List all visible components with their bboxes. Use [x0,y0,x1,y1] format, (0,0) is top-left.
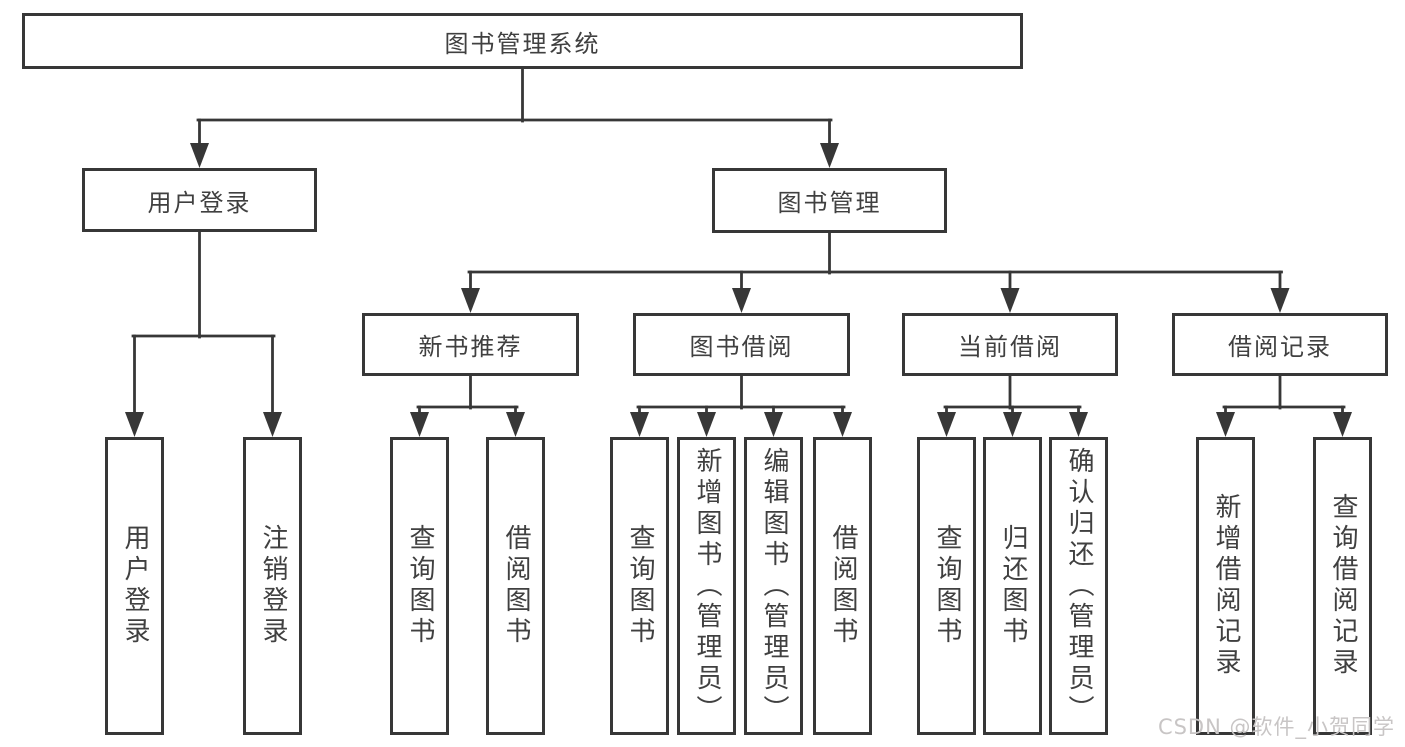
leaf-query-books-recommend: 查询图书 [390,437,449,735]
leaf-edit-book-admin: 编辑图书（管理员） [744,437,803,735]
node-book-management: 图书管理 [712,168,947,233]
arrowhead [937,412,956,437]
arrowhead [125,412,144,437]
arrowhead [506,412,525,437]
leaf-return-books: 归还图书 [983,437,1042,735]
csdn-watermark: CSDN @软件_小贺同学 [1157,715,1395,739]
leaf-query-borrow-record: 查询借阅记录 [1313,437,1372,735]
arrowhead [1003,412,1022,437]
leaf-query-books-borrowing: 查询图书 [610,437,669,735]
node-library-management-system: 图书管理系统 [22,13,1023,69]
arrowhead [263,412,282,437]
node-new-book-recommendation: 新书推荐 [362,313,579,376]
arrowhead [630,412,649,437]
arrowhead [732,288,751,313]
leaf-add-book-admin: 新增图书（管理员） [677,437,736,735]
arrowhead [697,412,716,437]
arrowhead [1270,288,1290,313]
arrowhead [410,412,429,437]
leaf-add-borrow-record: 新增借阅记录 [1196,437,1255,735]
arrowhead [1069,412,1088,437]
leaf-query-books-current: 查询图书 [917,437,976,735]
arrowhead [1000,288,1020,313]
leaf-confirm-return-admin: 确认归还（管理员） [1049,437,1108,735]
arrowhead [1216,412,1235,437]
node-book-borrowing: 图书借阅 [633,313,850,376]
arrowhead [190,143,209,168]
node-current-borrowing: 当前借阅 [902,313,1118,376]
arrowhead [820,143,839,168]
leaf-borrow-books-borrowing: 借阅图书 [813,437,872,735]
leaf-user-login: 用户登录 [105,437,164,735]
arrowhead [833,412,852,437]
arrowhead [461,288,480,313]
arrowhead [1333,412,1352,437]
node-borrowing-records: 借阅记录 [1172,313,1388,376]
arrowhead [764,412,783,437]
node-user-login: 用户登录 [82,168,317,232]
leaf-borrow-books-recommend: 借阅图书 [486,437,545,735]
leaf-logout: 注销登录 [243,437,302,735]
